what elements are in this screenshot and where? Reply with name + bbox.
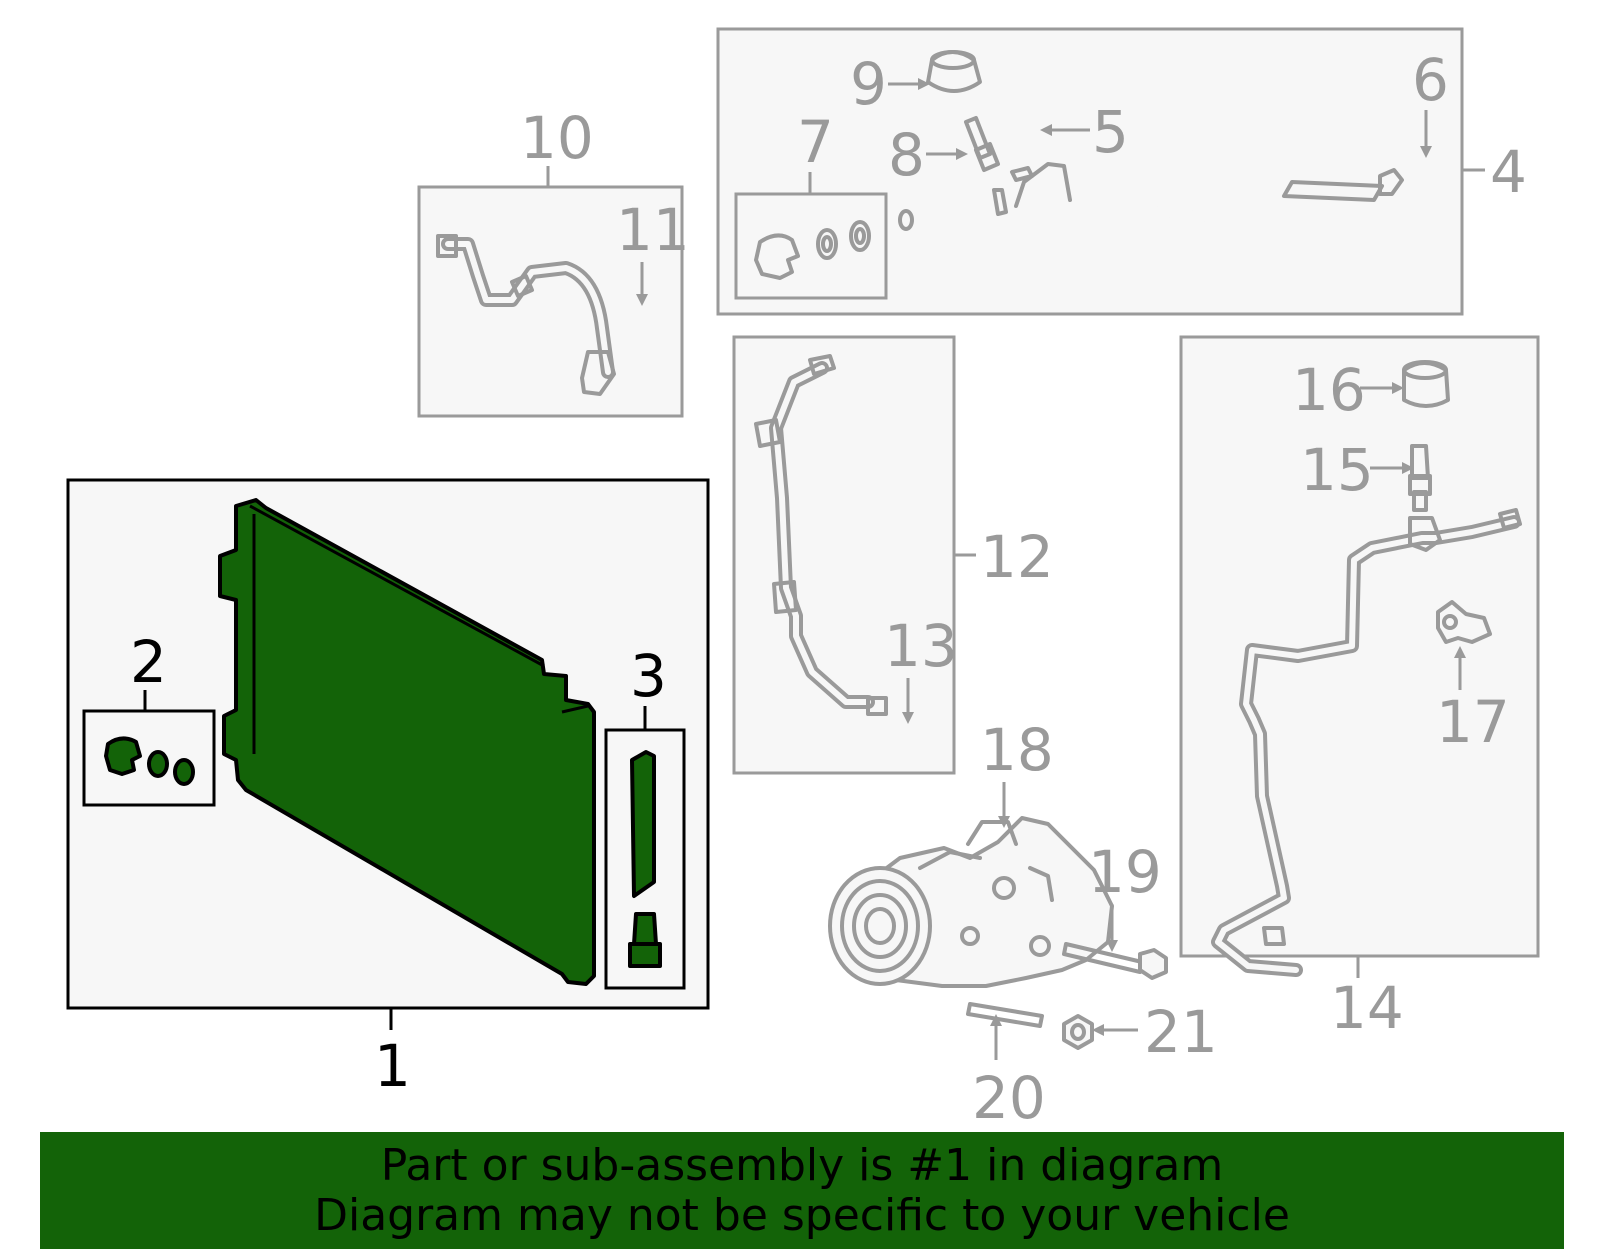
part-9-service-cap[interactable]: [926, 50, 982, 93]
part-7-clamp-seals[interactable]: [754, 220, 871, 280]
part-17-pressure-sensor[interactable]: [1436, 600, 1492, 644]
banner-line-1: Part or sub-assembly is #1 in diagram: [380, 1139, 1224, 1191]
part-1-condenser[interactable]: [218, 498, 596, 986]
callout-16[interactable]: 16: [1292, 356, 1366, 424]
callout-5[interactable]: 5: [1092, 98, 1129, 166]
callout-6[interactable]: 6: [1412, 46, 1449, 114]
callout-14[interactable]: 14: [1330, 974, 1404, 1042]
assembly-14-box: [1179, 335, 1540, 958]
notice-banner: Part or sub-assembly is #1 in diagram Di…: [40, 1132, 1564, 1249]
callout-12[interactable]: 12: [980, 523, 1054, 591]
callout-21[interactable]: 21: [1144, 998, 1218, 1066]
assembly-12-group: 12 13: [732, 335, 1054, 775]
callout-2[interactable]: 2: [130, 628, 167, 696]
assembly-10-box: [417, 185, 684, 418]
callout-17[interactable]: 17: [1436, 688, 1510, 756]
part-14-pipe[interactable]: [1211, 490, 1522, 977]
assembly-14-group: 14 16 15 17: [1179, 335, 1540, 1042]
callout-4[interactable]: 4: [1490, 138, 1527, 206]
callout-15[interactable]: 15: [1300, 436, 1374, 504]
callout-11[interactable]: 11: [616, 196, 690, 264]
part-10-hose[interactable]: [436, 234, 616, 396]
callout-13[interactable]: 13: [884, 612, 958, 680]
callout-18[interactable]: 18: [980, 716, 1054, 784]
assembly-4-group: 4 7 9 8 5 6: [716, 27, 1527, 316]
part-15-valve-core[interactable]: [1408, 444, 1432, 496]
part-12-hose[interactable]: [754, 354, 888, 716]
assembly-10-group: 10 11: [417, 104, 690, 418]
callout-20[interactable]: 20: [972, 1064, 1046, 1132]
callout-3[interactable]: 3: [630, 642, 667, 710]
part-16-service-cap[interactable]: [1402, 360, 1450, 408]
assembly-1-group: 1 2 3: [66, 478, 710, 1100]
callout-8[interactable]: 8: [888, 121, 925, 189]
part-8-valve-core[interactable]: [964, 116, 1000, 172]
part-4-pipe-assembly[interactable]: [898, 161, 1441, 231]
callout-7[interactable]: 7: [797, 108, 834, 176]
part-19-bolt[interactable]: [1062, 942, 1168, 980]
part-3-desiccant-and-plug[interactable]: [628, 750, 662, 968]
banner-line-2: Diagram may not be specific to your vehi…: [314, 1189, 1290, 1241]
callout-10[interactable]: 10: [520, 104, 594, 172]
callout-1[interactable]: 1: [374, 1032, 411, 1100]
part-21-nut[interactable]: [1062, 1014, 1094, 1050]
part-2-clamp-seals[interactable]: [104, 736, 195, 786]
callout-19[interactable]: 19: [1088, 838, 1162, 906]
compressor-group: 18 19 20: [828, 716, 1218, 1132]
part-20-stud[interactable]: [966, 1002, 1044, 1028]
callout-9[interactable]: 9: [850, 50, 887, 118]
part-18-ac-compressor[interactable]: [828, 816, 1114, 988]
